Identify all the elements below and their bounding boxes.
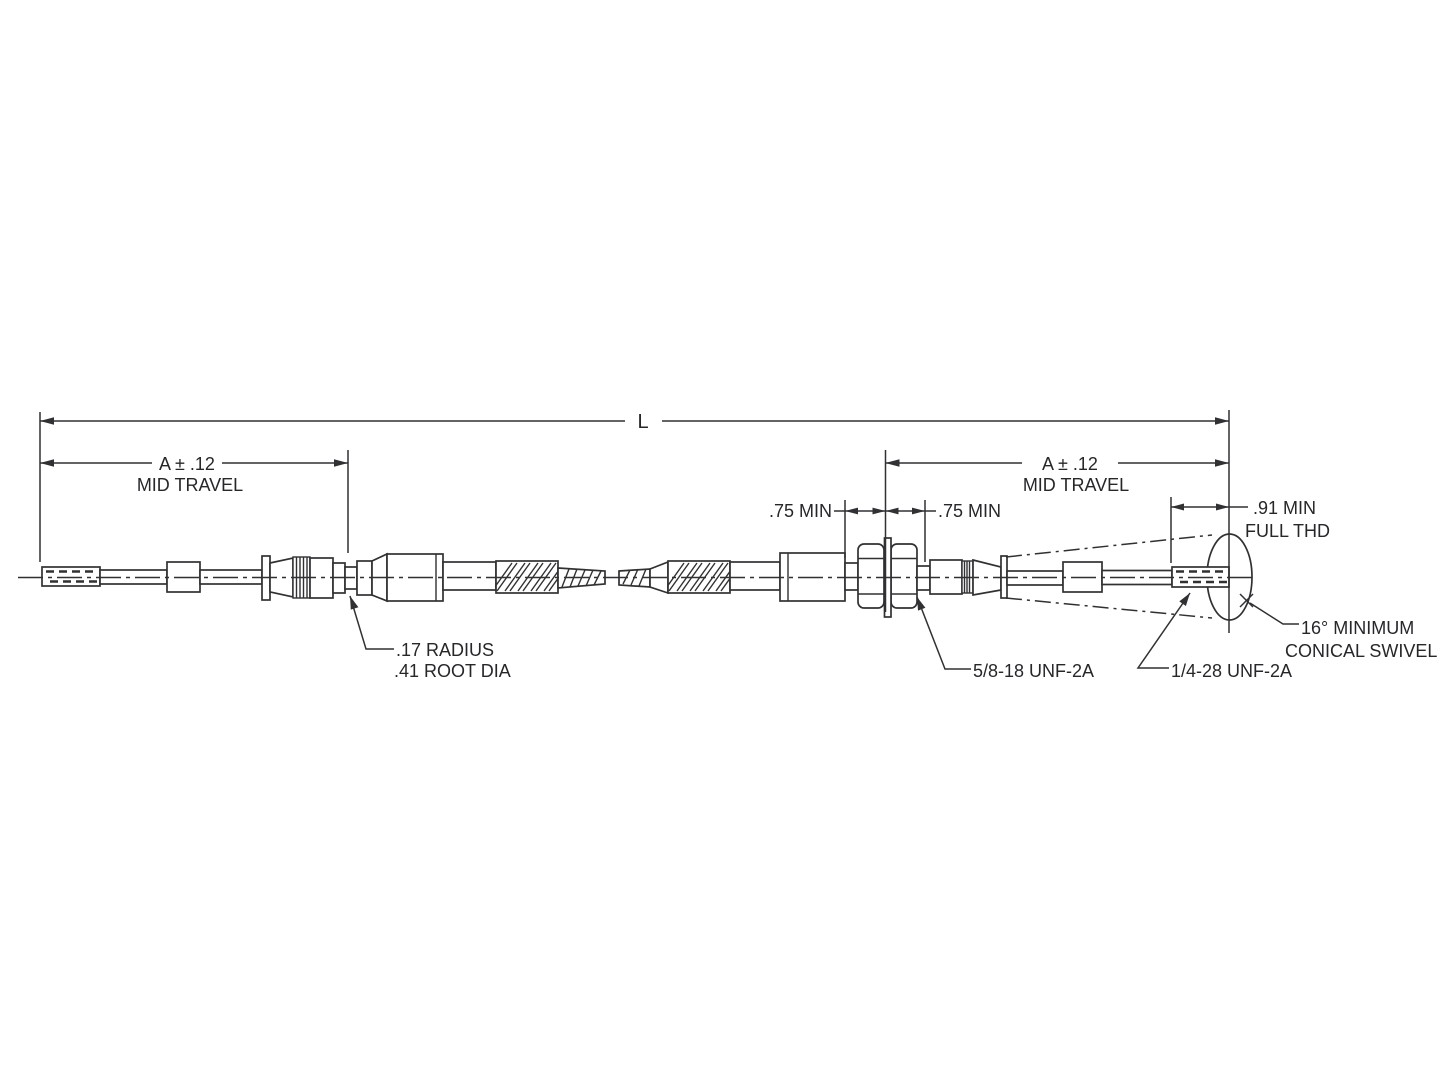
swivel-angle-label: 16° MINIMUM (1301, 618, 1414, 638)
full-thread-caption: FULL THD (1245, 521, 1330, 541)
leader-rod-thread (1136, 592, 1191, 669)
travel-left-caption: MID TRAVEL (137, 475, 243, 495)
travel-right-value: A ± .12 (1042, 454, 1098, 474)
jam-nut-rear (890, 543, 918, 609)
bushing-neck (844, 562, 859, 591)
leader-groove (349, 595, 394, 650)
swivel-cone-lower-line (1005, 597, 1213, 619)
clearance-left-label: .75 MIN (769, 501, 832, 521)
groove-root-dia-label: .41 ROOT DIA (394, 661, 511, 681)
dim-travel-right (885, 459, 1229, 467)
swivel-cone-upper-line (1005, 534, 1213, 558)
overall-length-label: L (637, 411, 648, 433)
clearance-right-label: .75 MIN (938, 501, 1001, 521)
travel-left-value: A ± .12 (159, 454, 215, 474)
swivel-point-x-mark (1239, 593, 1254, 608)
leader-bushing-thread (916, 596, 971, 670)
dim-full-thread (1171, 503, 1248, 511)
dim-clearance-left (834, 507, 886, 515)
jam-nut-front (857, 543, 885, 609)
right-conduit-tube (729, 561, 781, 591)
left-conduit-tube (442, 561, 497, 591)
dim-clearance-right (885, 507, 936, 515)
groove-radius-label: .17 RADIUS (396, 640, 494, 660)
bushing-thread-label: 5/8-18 UNF-2A (973, 661, 1094, 681)
left-thread-dashes (46, 570, 98, 583)
dim-travel-left (40, 459, 348, 467)
left-threaded-rod (41, 566, 101, 587)
dim-overall-length (40, 417, 1229, 425)
right-thread-dashes (1176, 570, 1227, 584)
swivel-caption-label: CONICAL SWIVEL (1285, 641, 1437, 661)
full-thread-value: .91 MIN (1253, 498, 1316, 518)
travel-right-caption: MID TRAVEL (1023, 475, 1129, 495)
leader-swivel (1239, 593, 1299, 625)
rod-thread-label: 1/4-28 UNF-2A (1171, 661, 1292, 681)
